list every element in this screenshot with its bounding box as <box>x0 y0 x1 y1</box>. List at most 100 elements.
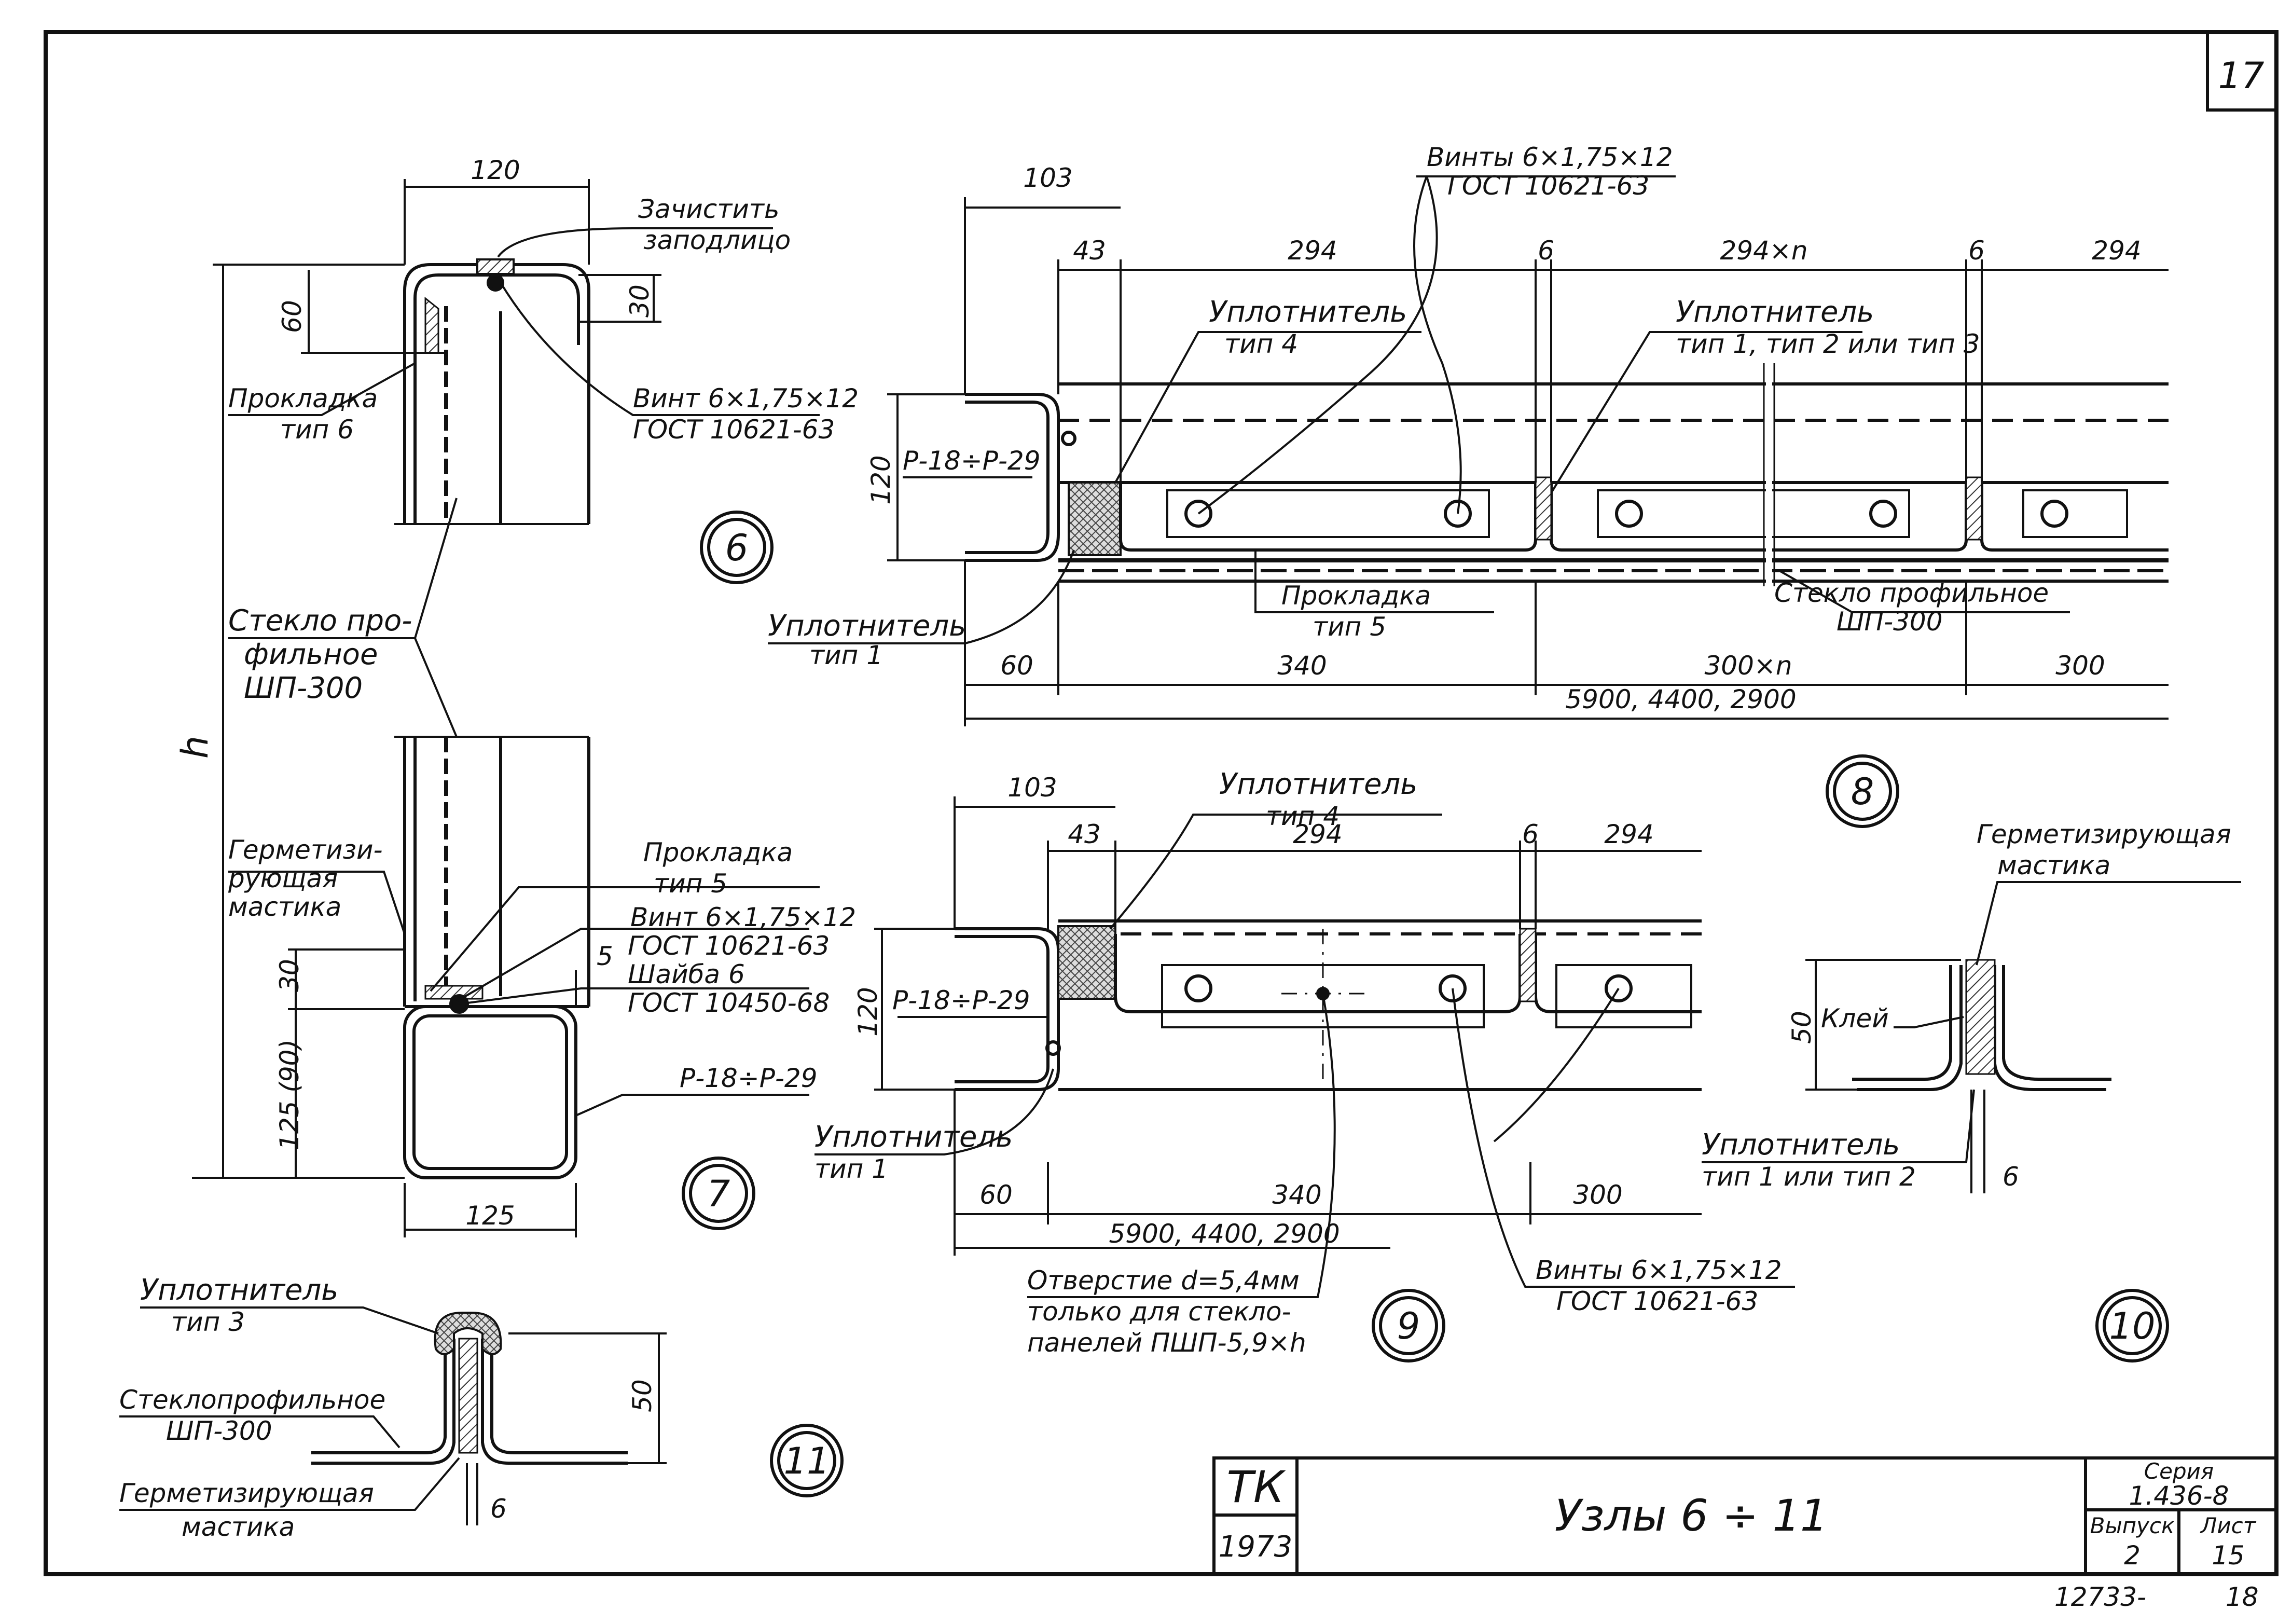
node-9-dim-6: 6 <box>1522 819 1539 849</box>
node-7-dimensions <box>288 948 577 1237</box>
node-9-dim-total: 5900, 4400, 2900 <box>1109 1219 1340 1249</box>
node-10-seal-label-1: Уплотнитель <box>1702 1128 1900 1162</box>
title-block-sheet: 15 <box>2212 1540 2245 1571</box>
node-8-profile-label: Р-18÷Р-29 <box>903 446 1041 476</box>
title-block <box>1212 1456 2278 1576</box>
node-7-dim-width: 125 <box>465 1201 515 1231</box>
node-8-seal1-label-1: Уплотнитель <box>768 609 966 643</box>
node-9-drawing <box>955 919 1702 1091</box>
node-6-dim-inner: 30 <box>625 284 655 318</box>
title-block-series: 1.436-8 <box>2129 1481 2229 1511</box>
node-8-dim-6a: 6 <box>1538 236 1554 266</box>
title-block-series-label: Серия <box>2144 1458 2214 1484</box>
node-8-screws-label-2: ГОСТ 10621-63 <box>1447 171 1649 201</box>
node-8-dim-294a: 294 <box>1288 236 1337 266</box>
node-8-dim-340: 340 <box>1277 651 1327 681</box>
node-10-sealant-label-1: Герметизирующая <box>1977 819 2231 849</box>
node-8-dim-294b: 294 <box>2092 236 2141 266</box>
node-7-dim-height: 125 (90) <box>274 1039 305 1150</box>
node-9-hole-label-1: Отверстие d=5,4мм <box>1027 1265 1300 1296</box>
title-block-title: Узлы 6 ÷ 11 <box>1555 1490 1828 1541</box>
node-8-seal123-label-1: Уплотнитель <box>1676 295 1874 329</box>
node-7-dim-gap: 5 <box>597 941 613 971</box>
node-8-dim-300: 300 <box>2055 651 2105 681</box>
node-7-sealant-label-1: Герметизи- <box>228 835 383 865</box>
node-9-seal1-label-1: Уплотнитель <box>814 1120 1013 1154</box>
glass-profile-label-2: фильное <box>244 638 378 671</box>
node-8-dim-total: 5900, 4400, 2900 <box>1565 684 1796 714</box>
node-6-screw-label-1: Винт 6×1,75×12 <box>633 383 859 414</box>
node-9-hole-label-3: панелей ПШП-5,9×h <box>1027 1328 1306 1358</box>
height-dimension <box>192 264 405 1179</box>
title-block-issue: 2 <box>2124 1540 2141 1571</box>
node-8-dim-103: 103 <box>1023 163 1072 193</box>
node-9-dim-340: 340 <box>1272 1180 1321 1210</box>
node-6-gasket-label-2: тип 6 <box>280 415 354 445</box>
node-7-drawing <box>394 736 590 1179</box>
node-8-dim-300n: 300×n <box>1704 651 1792 681</box>
glass-profile-leaders <box>228 498 458 737</box>
node-10-glue-label: Клей <box>1821 1003 1889 1034</box>
node-11-glass-label-1: Стеклопрофильное <box>119 1385 385 1415</box>
node-9-screws-label-1: Винты 6×1,75×12 <box>1536 1255 1782 1285</box>
node-8-drawing <box>965 363 2169 586</box>
height-label: h <box>174 736 216 759</box>
node-7-washer-label-2: ГОСТ 10450-68 <box>628 988 830 1018</box>
node-7-screw-label-1: Винт 6×1,75×12 <box>630 902 856 932</box>
node-10-drawing <box>1852 959 2111 1091</box>
node-10-dim-gap: 6 <box>2003 1162 2019 1192</box>
node-11-glass-label-2: ШП-300 <box>166 1416 272 1446</box>
node-6-dim-height: 60 <box>277 300 307 333</box>
node-8-marker <box>1826 754 1899 828</box>
glass-profile-label-3: ШП-300 <box>244 671 363 705</box>
node-8-seal123-label-2: тип 1, тип 2 или тип 3 <box>1676 329 1980 359</box>
node-9-marker <box>1372 1289 1445 1362</box>
node-9-profile-label: Р-18÷Р-29 <box>892 985 1030 1015</box>
title-block-issue-label: Выпуск <box>2090 1513 2175 1538</box>
node-11-sealant-label-1: Герметизирующая <box>119 1478 374 1508</box>
node-9-dim-294a: 294 <box>1293 819 1342 849</box>
node-10-number: 10 <box>2109 1305 2155 1347</box>
node-8-seal1-label-2: тип 1 <box>809 640 883 670</box>
node-11-dimensions <box>466 1332 667 1525</box>
node-6-clean-label-2: заподлицо <box>643 225 791 255</box>
node-6-marker <box>700 511 774 584</box>
node-11-marker <box>770 1424 844 1497</box>
node-8-dim-60: 60 <box>1000 651 1033 681</box>
node-11-seal-label-1: Уплотнитель <box>140 1273 338 1307</box>
node-8-gasket-label-1: Прокладка <box>1281 581 1431 611</box>
node-8-dim-294n: 294×n <box>1720 236 1807 266</box>
node-8-glass-label-2: ШП-300 <box>1837 607 1943 637</box>
node-9-dim-300: 300 <box>1573 1180 1622 1210</box>
node-7-profile-label: Р-18÷Р-29 <box>680 1063 818 1093</box>
node-9-dim-60: 60 <box>979 1180 1013 1210</box>
node-8-number: 8 <box>1851 770 1874 813</box>
bottom-code: 12733- <box>2054 1582 2146 1612</box>
node-9-seal1-label-2: тип 1 <box>814 1154 888 1184</box>
node-8-dim-120: 120 <box>866 455 896 504</box>
title-block-year: 1973 <box>1219 1530 1293 1564</box>
node-7-leaders <box>228 871 820 1117</box>
node-11-leaders <box>119 1306 460 1511</box>
node-8-dim-6b: 6 <box>1968 236 1985 266</box>
node-9-seal4-label-1: Уплотнитель <box>1219 767 1417 801</box>
node-8-gasket-label-2: тип 5 <box>1313 612 1386 642</box>
node-7-gasket-label-2: тип 5 <box>654 869 727 899</box>
node-9-hole-label-2: только для стекло- <box>1027 1297 1291 1327</box>
node-11-number: 11 <box>783 1440 830 1482</box>
node-8-leaders <box>768 175 2070 644</box>
sheet-frame <box>44 30 2279 1576</box>
node-8-seal4-label-1: Уплотнитель <box>1209 295 1407 329</box>
node-6-gasket-label-1: Прокладка <box>228 383 378 414</box>
node-8-dimensions <box>887 197 2169 726</box>
title-block-sheet-label: Лист <box>2200 1513 2257 1538</box>
node-6-drawing <box>394 258 590 525</box>
node-7-marker <box>682 1157 755 1230</box>
glass-profile-label-1: Стекло про- <box>228 604 412 638</box>
node-11-sealant-label-2: мастика <box>182 1512 295 1542</box>
node-8-glass-label-1: Стекло профильное <box>1774 578 2049 608</box>
node-10-dim-height: 50 <box>1787 1011 1817 1044</box>
node-7-sealant-label-3: мастика <box>228 892 341 922</box>
node-6-screw-label-2: ГОСТ 10621-63 <box>633 415 835 445</box>
